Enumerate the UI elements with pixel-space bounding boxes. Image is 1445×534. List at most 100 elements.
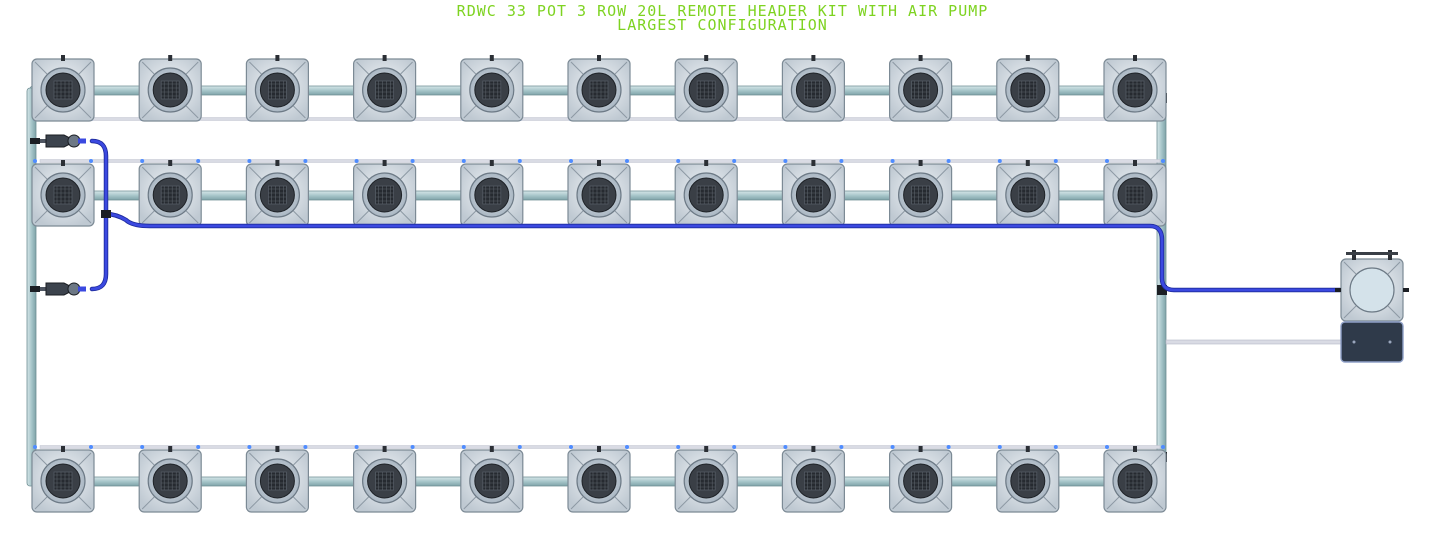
pot-net-grid bbox=[375, 185, 395, 205]
controller-outlet bbox=[1403, 288, 1409, 292]
pot-r2-3 bbox=[245, 160, 309, 227]
drain-fitting bbox=[625, 159, 629, 163]
pot-r2-9 bbox=[888, 160, 953, 227]
pot-tab bbox=[704, 446, 709, 452]
pot-net-grid bbox=[804, 80, 823, 100]
pot-net-grid bbox=[53, 185, 73, 205]
pipe-connector bbox=[1157, 285, 1167, 295]
drain-fitting bbox=[410, 445, 415, 449]
pot-r3-2 bbox=[138, 446, 202, 513]
pot-net-grid bbox=[160, 185, 180, 205]
controller-reservoir bbox=[1335, 250, 1409, 322]
pot-tab bbox=[382, 160, 387, 166]
pot-net-grid bbox=[1018, 185, 1038, 205]
pot-net-grid bbox=[1125, 471, 1145, 491]
pot-net-grid bbox=[267, 80, 287, 100]
air-pump-screw bbox=[1352, 340, 1356, 344]
pot-tab bbox=[168, 446, 173, 452]
pot-facets bbox=[785, 166, 842, 224]
diagram-title-line-1: RDWC 33 POT 3 ROW 20L REMOTE HEADER KIT … bbox=[456, 2, 989, 20]
pot-facets bbox=[1106, 452, 1164, 510]
pot-tab bbox=[704, 160, 709, 166]
pot-r3-7 bbox=[674, 446, 738, 513]
pot-r1-8 bbox=[781, 55, 846, 122]
pot-r1-3 bbox=[245, 55, 309, 122]
pot-tab bbox=[168, 160, 173, 166]
pot-r3-9 bbox=[888, 446, 953, 513]
pot-tab bbox=[811, 55, 816, 61]
air-tee bbox=[101, 210, 111, 218]
pot-net-grid bbox=[696, 80, 716, 100]
pot-facets bbox=[570, 452, 628, 510]
pot-tab bbox=[275, 55, 280, 61]
pot-facets bbox=[1106, 61, 1164, 119]
pot-r1-10 bbox=[996, 55, 1060, 122]
pot-facets bbox=[677, 61, 735, 119]
pot-tab bbox=[275, 446, 280, 452]
pot-r3-5 bbox=[460, 446, 524, 513]
drain-fitting bbox=[1053, 445, 1058, 449]
pot-facets bbox=[463, 61, 521, 119]
pot-tab bbox=[1133, 160, 1137, 166]
pot-net-grid bbox=[1125, 80, 1145, 100]
drain-fitting bbox=[997, 445, 1002, 449]
pot-facets bbox=[463, 452, 521, 510]
pot-net-grid bbox=[1018, 471, 1038, 491]
pot-r3-3 bbox=[245, 446, 309, 513]
pot-facets bbox=[141, 61, 199, 119]
pot-facets bbox=[34, 166, 92, 224]
pot-net-grid bbox=[375, 80, 395, 100]
drain-fitting bbox=[676, 445, 681, 449]
pot-tab bbox=[597, 160, 601, 166]
pot-r2-5 bbox=[460, 160, 524, 227]
pot-net-grid bbox=[267, 471, 287, 491]
pot-r2-4 bbox=[353, 160, 417, 227]
pot-r2-10 bbox=[996, 160, 1060, 227]
pot-facets bbox=[785, 452, 842, 510]
pot-tab bbox=[168, 55, 173, 61]
pot-tab bbox=[597, 446, 601, 452]
pot-tab bbox=[275, 160, 280, 166]
drain-fitting bbox=[303, 159, 308, 163]
pot-tab bbox=[1025, 55, 1030, 61]
pot-facets bbox=[570, 166, 628, 224]
drain-fitting bbox=[1161, 159, 1165, 163]
pot-facets bbox=[999, 452, 1057, 510]
pot-facets bbox=[249, 61, 306, 119]
pot-net-grid bbox=[482, 471, 502, 491]
pot-net-grid bbox=[375, 471, 395, 491]
drain-fitting bbox=[890, 159, 895, 163]
pot-tab bbox=[1133, 446, 1137, 452]
drain-fitting bbox=[569, 159, 573, 163]
pot-net-grid bbox=[160, 80, 180, 100]
pot-facets bbox=[892, 166, 949, 224]
pot-net-grid bbox=[804, 471, 823, 491]
drain-fitting bbox=[676, 159, 681, 163]
pot-net-grid bbox=[589, 185, 609, 205]
pot-facets bbox=[892, 61, 949, 119]
pot-tab bbox=[811, 446, 816, 452]
pot-net-grid bbox=[911, 185, 930, 205]
pot-net-grid bbox=[53, 80, 73, 100]
air-line-main bbox=[104, 212, 1344, 292]
drain-fitting bbox=[247, 159, 252, 163]
pot-facets bbox=[677, 452, 735, 510]
pot-r1-7 bbox=[674, 55, 738, 122]
pot-tab bbox=[811, 160, 816, 166]
pot-r1-11 bbox=[1103, 55, 1167, 122]
valve-body bbox=[45, 134, 71, 148]
pot-facets bbox=[356, 61, 413, 119]
pot-net-grid bbox=[267, 185, 287, 205]
pot-tab bbox=[918, 55, 923, 61]
controller-drain-line bbox=[1165, 339, 1343, 345]
drain-fitting bbox=[33, 159, 37, 163]
pot-r3-1 bbox=[31, 446, 95, 513]
drain-fitting bbox=[783, 445, 788, 449]
air-valve-2 bbox=[30, 282, 86, 296]
pot-r1-6 bbox=[567, 55, 631, 122]
pot-facets bbox=[999, 61, 1057, 119]
pot-tab bbox=[489, 446, 494, 452]
air-valve-1 bbox=[30, 134, 86, 148]
pot-r2-8 bbox=[781, 160, 846, 227]
